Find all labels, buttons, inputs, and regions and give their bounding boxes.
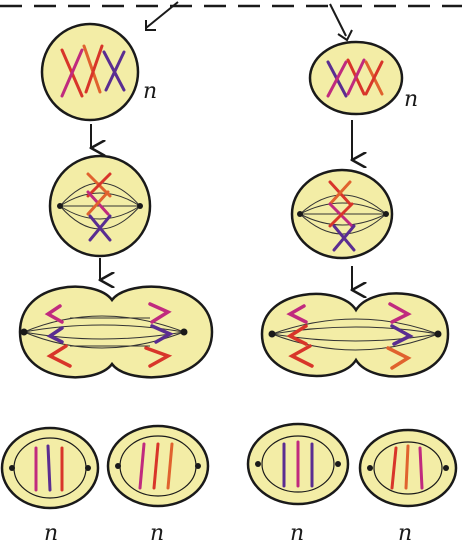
ploidy-label-right-daughter-2: n (398, 521, 412, 540)
left-anaphase-cell (20, 287, 212, 378)
right-anaphase-cell (262, 293, 448, 376)
ploidy-label-left-daughter-2: n (150, 521, 164, 540)
left-daughter-cell-2 (108, 426, 208, 506)
ploidy-label-right-prophase: n (404, 87, 418, 112)
right-daughter-cell-1 (248, 424, 348, 504)
left-metaphase-cell (50, 156, 150, 256)
ploidy-label-right-daughter-1: n (290, 521, 304, 540)
left-prophase-cell (42, 24, 138, 120)
ploidy-label-left-daughter-1: n (44, 521, 58, 540)
left-daughter-cell-1 (2, 428, 98, 508)
ploidy-label-left-prophase: n (143, 79, 157, 104)
incoming-arrow-right (330, 4, 352, 40)
right-prophase-cell (310, 42, 402, 114)
right-metaphase-cell (292, 170, 392, 258)
right-daughter-cell-2 (360, 430, 456, 506)
